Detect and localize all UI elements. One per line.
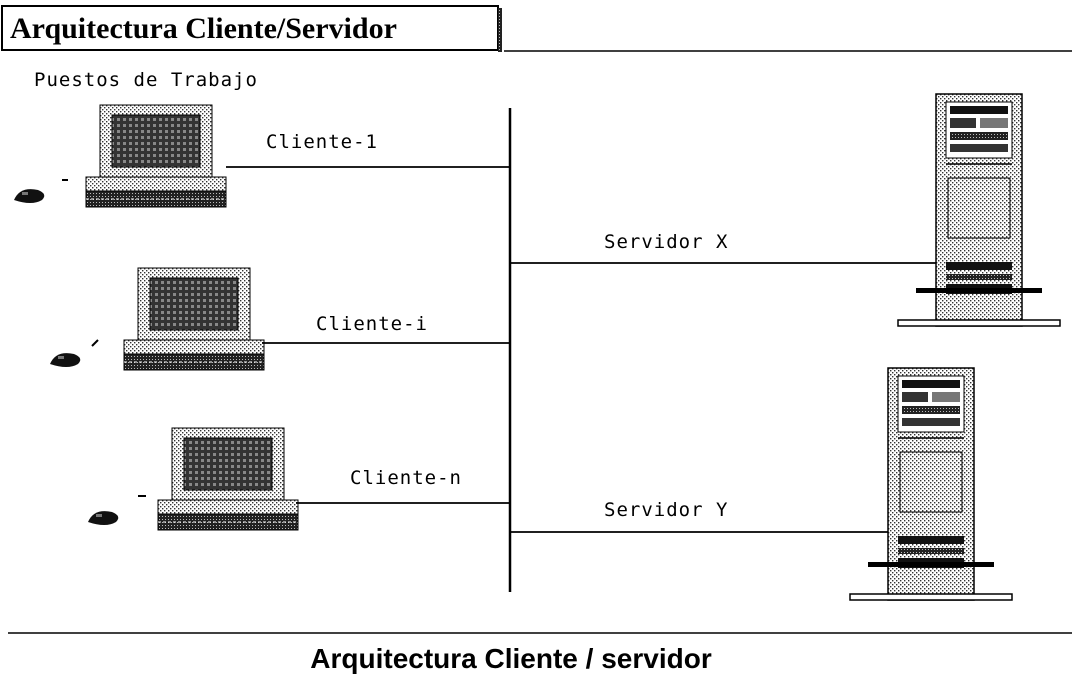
- server-icon: [897, 93, 1061, 327]
- computer-icon: [157, 427, 299, 531]
- computer-icon: [85, 104, 227, 208]
- client-1-label: Cliente-1: [266, 131, 378, 153]
- server-icon: [849, 367, 1013, 601]
- server-y-label: Servidor Y: [604, 499, 728, 521]
- header-title: Arquitectura Cliente/Servidor: [10, 12, 397, 45]
- client-1: Cliente-1: [14, 104, 510, 208]
- server-x-label: Servidor X: [604, 231, 728, 253]
- client-i-label: Cliente-i: [316, 313, 428, 335]
- client-i: Cliente-i: [50, 267, 510, 371]
- client-n: Cliente-n: [88, 427, 510, 531]
- mouse-icon: [50, 353, 81, 367]
- mouse-cable: [91, 339, 99, 347]
- server-x: Servidor X: [510, 93, 1061, 327]
- mouse-icon: [14, 189, 45, 203]
- header-shadow: [498, 8, 502, 52]
- server-y: Servidor Y: [510, 367, 1013, 601]
- workstations-label: Puestos de Trabajo: [34, 69, 258, 91]
- header-box: [1, 5, 499, 51]
- computer-icon: [123, 267, 265, 371]
- figure-caption: Arquitectura Cliente / servidor: [310, 643, 712, 674]
- mouse-icon: [88, 511, 119, 525]
- client-n-label: Cliente-n: [350, 467, 462, 489]
- header: Arquitectura Cliente/Servidor: [1, 5, 1072, 52]
